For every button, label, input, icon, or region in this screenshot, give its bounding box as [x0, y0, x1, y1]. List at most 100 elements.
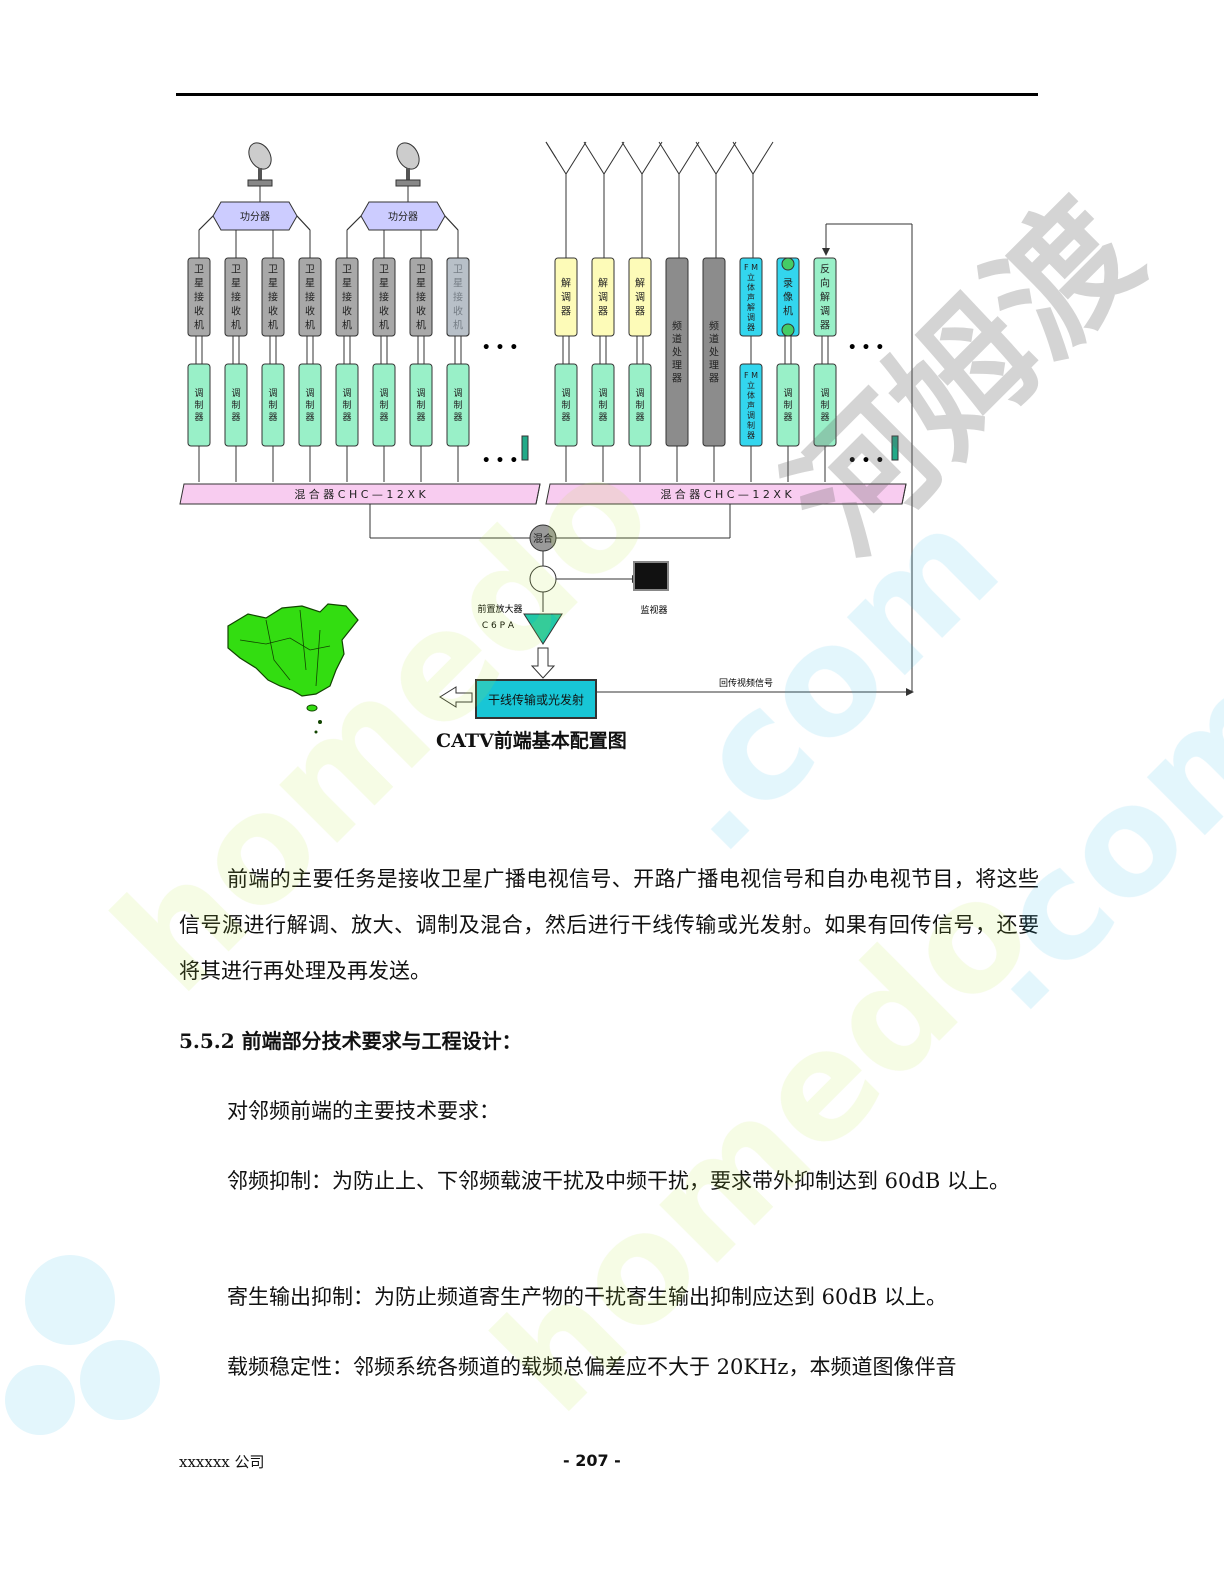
- antenna-icon: [695, 141, 737, 175]
- dish: [248, 142, 272, 170]
- coupler: [529, 565, 557, 593]
- box-label-char: 器: [561, 412, 570, 423]
- diagram-caption: CATV前端基本配置图: [436, 730, 627, 752]
- box-label-char: 机: [342, 319, 352, 332]
- box-label-char: 星: [231, 278, 241, 290]
- box-label-char: F M: [744, 371, 758, 380]
- box-label-char: 调: [342, 388, 351, 399]
- box-label-char: 立: [747, 380, 755, 390]
- demodulator: [591, 257, 615, 337]
- arrow-head: [822, 248, 830, 256]
- modulator: [298, 363, 322, 447]
- box-label-char: 制: [598, 399, 607, 411]
- box-label-char: 声: [747, 400, 755, 410]
- modulator-label: 调制器: [783, 388, 792, 423]
- box-label-char: 调: [783, 388, 792, 399]
- catv-diagram: 功分器功分器卫星接收机调制器卫星接收机调制器卫星接收机调制器卫星接收机调制器卫星…: [179, 141, 914, 734]
- fm-stereo-modulator: [739, 363, 763, 447]
- box-label-char: 道: [672, 333, 682, 346]
- box-label-char: 调: [453, 388, 462, 399]
- box-label-char: 录: [783, 278, 793, 290]
- demodulator: [554, 257, 578, 337]
- footer-company: xxxxxx 公司: [179, 1453, 265, 1471]
- box-label-char: 解: [747, 302, 755, 312]
- box-label-char: 道: [709, 333, 719, 346]
- box-label-char: 立: [747, 272, 755, 282]
- box-label-char: 调: [379, 388, 388, 399]
- dish-base: [247, 179, 273, 187]
- box-label-char: 制: [231, 399, 240, 411]
- box-label-char: 接: [416, 291, 426, 304]
- box-label-char: 制: [342, 399, 351, 411]
- vcr-reel: [781, 257, 795, 271]
- box-label-char: 机: [268, 319, 278, 332]
- splitter-label: 功分器: [240, 211, 270, 223]
- monitor-label: 监视器: [640, 604, 667, 616]
- map-island-dot: [314, 730, 318, 734]
- box-label-char: 声: [747, 292, 755, 302]
- small-module: [891, 435, 899, 461]
- box-label-char: 解: [598, 277, 608, 290]
- box-label-char: 理: [709, 360, 719, 372]
- box-label-char: 卫: [342, 265, 352, 276]
- box-label-char: 收: [268, 305, 278, 318]
- ellipsis: • • •: [848, 453, 885, 469]
- satellite-dish-icon: [395, 142, 421, 187]
- box-label-char: 星: [194, 278, 204, 290]
- modulator-label: 调制器: [305, 388, 314, 423]
- box-label-char: 器: [820, 320, 830, 332]
- box-label-char: 调: [635, 292, 645, 304]
- box-label-char: 调: [598, 292, 608, 304]
- box-label-char: 接: [194, 291, 204, 304]
- box-label-char: 制: [635, 399, 644, 411]
- antenna-icon: [658, 141, 700, 175]
- box-label-char: 反: [820, 264, 830, 276]
- mixer-left-edge: [535, 483, 541, 505]
- satellite-receiver-highlight: [446, 257, 470, 337]
- box-label-char: 机: [416, 319, 426, 332]
- modulator: [187, 363, 211, 447]
- modulator: [335, 363, 359, 447]
- box-label-char: 向: [820, 277, 830, 290]
- box-label-char: 收: [305, 305, 315, 318]
- box-label-char: 卫: [379, 265, 389, 276]
- left-arrow-icon: [439, 686, 473, 708]
- box-label-char: 星: [268, 278, 278, 290]
- modulator-label: 调制器: [561, 388, 570, 423]
- preamp: [523, 613, 563, 645]
- box-label-char: 器: [820, 412, 829, 423]
- requirements-intro: 对邻频前端的主要技术要求：: [227, 1099, 500, 1123]
- dish-base: [395, 179, 421, 187]
- channel-processor: [665, 257, 689, 447]
- wire: [198, 215, 214, 231]
- box-label-char: 收: [194, 305, 204, 318]
- dish: [396, 142, 420, 170]
- carrier-stability-paragraph: 载频稳定性：邻频系统各频道的载频总偏差应不大于 20KHz，本频道图像伴音: [227, 1355, 957, 1379]
- box-label-char: 星: [305, 278, 315, 290]
- box-label-char: 器: [453, 412, 462, 423]
- box-label-char: 接: [268, 291, 278, 304]
- box-label-char: 调: [820, 388, 829, 399]
- box-label-char: 频: [672, 320, 682, 333]
- preamp-label: 前置放大器: [477, 603, 522, 615]
- box-label-char: 制: [194, 399, 203, 411]
- box-label-char: 收: [231, 305, 241, 318]
- fm-stereo-demodulator: [739, 257, 763, 337]
- box-label-char: 制: [379, 399, 388, 411]
- box-label-char: 处: [709, 347, 719, 359]
- modulator-label: 调制器: [342, 388, 351, 423]
- box-label-char: 器: [379, 412, 388, 423]
- demodulator: [628, 257, 652, 337]
- map-shape: [227, 603, 359, 697]
- box-label-char: 器: [231, 412, 240, 423]
- box-label-char: 收: [379, 305, 389, 318]
- box-label-char: 器: [416, 412, 425, 423]
- box-label-char: 星: [416, 278, 426, 290]
- modulator: [591, 363, 615, 447]
